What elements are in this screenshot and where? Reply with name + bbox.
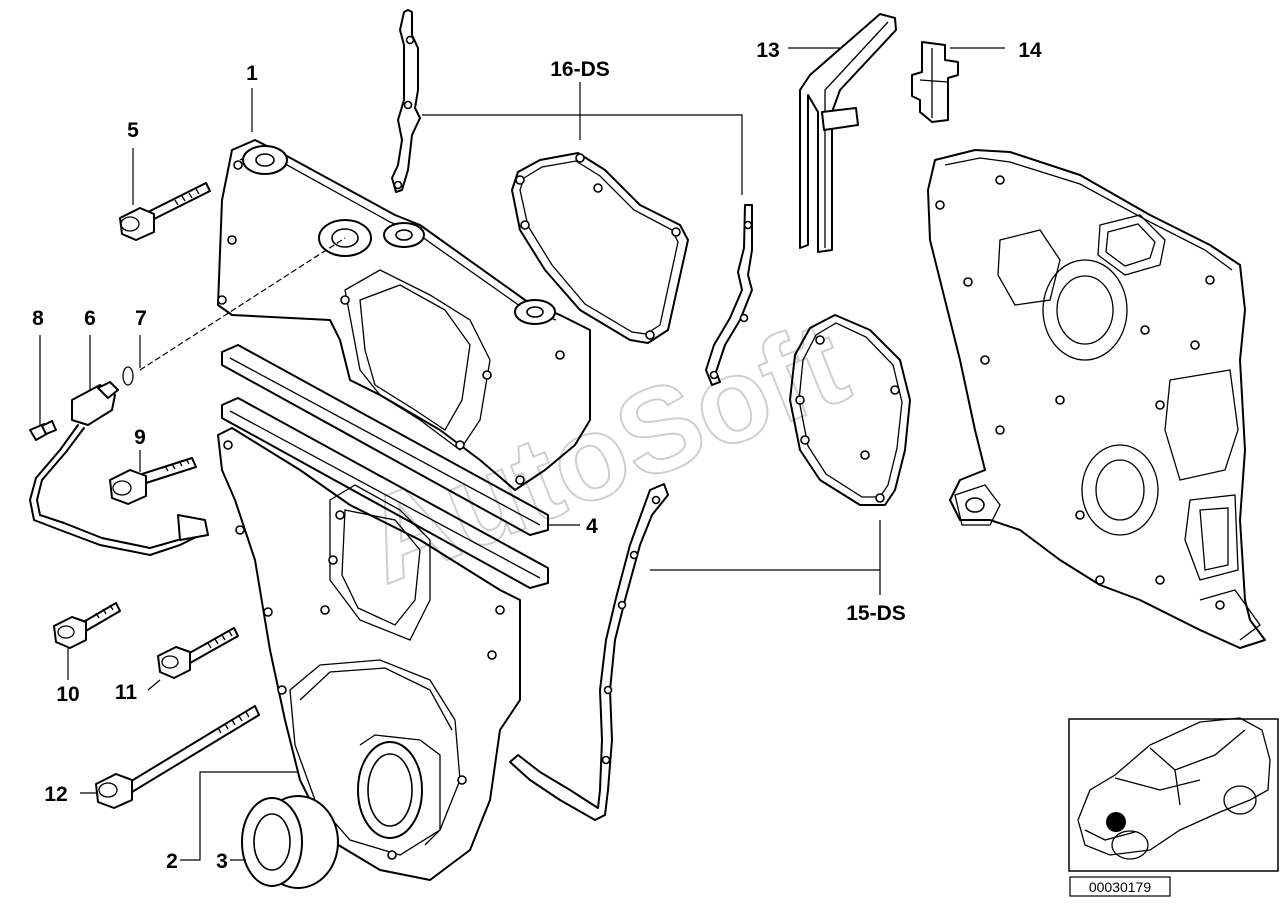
guide-strip-13 [799,13,897,253]
callout-2: 2 [166,850,178,873]
bolt-10 [53,602,121,649]
callout-7: 7 [135,307,147,330]
callout-3: 3 [216,850,228,873]
location-marker [1106,812,1126,832]
bolt-9 [109,457,197,505]
screw-8 [29,420,57,441]
bolt-12 [95,705,260,809]
gasket-strips [221,344,549,589]
callout-14: 14 [1018,39,1042,62]
callout-8: 8 [32,307,44,330]
gasket-15-ds-oval [789,314,911,506]
bolt-5 [119,182,211,241]
bolt-11 [157,627,239,679]
upper-gasket-left [391,9,421,193]
callout-13: 13 [756,39,779,62]
gasket-15-ds-long [509,483,669,821]
leader-lines [39,47,1005,861]
callout-10: 10 [56,683,79,706]
clip-14 [911,41,959,123]
callout-1: 1 [246,62,258,85]
callout-5: 5 [127,119,139,142]
shaft-seal [241,795,339,889]
document-id-box: 00030179 [1069,876,1171,897]
upper-gasket-right [705,204,753,386]
lower-timing-cover [217,427,521,881]
watermark: AutoSoft [345,295,865,609]
callout-16-ds: 16-DS [550,58,610,81]
callout-12: 12 [44,783,67,806]
engine-timing-housing [927,149,1266,649]
callout-15-ds: 15-DS [846,602,906,625]
sensor-6 [29,381,209,556]
document-id: 00030179 [1089,879,1152,895]
o-ring-7 [122,366,134,386]
callout-11: 11 [115,681,138,704]
vehicle-locator-thumbnail [1068,717,1279,872]
gasket-16-ds [511,152,689,344]
callout-9: 9 [134,426,146,449]
callout-4: 4 [586,515,598,538]
callout-6: 6 [84,307,96,330]
